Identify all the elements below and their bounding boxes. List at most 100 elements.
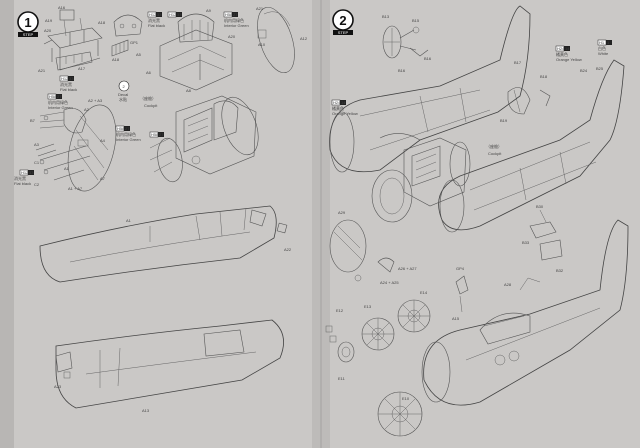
fuselage-right-half-drawing — [438, 59, 625, 233]
svg-text:33: 33 — [29, 170, 34, 175]
tail-parts-drawing — [507, 87, 551, 115]
svg-text:A21: A21 — [38, 68, 46, 73]
svg-text:Interior Green: Interior Green — [116, 137, 141, 142]
fuselage-left-half-drawing — [329, 5, 531, 173]
cockpit-floor-drawing — [67, 104, 117, 192]
radial-engine-3-drawing — [377, 391, 423, 437]
svg-text:A1: A1 — [64, 166, 70, 171]
radial-engine-1-drawing — [361, 317, 395, 351]
svg-text:B16: B16 — [398, 68, 406, 73]
paint-callout-interior-green-2: H58 27 机内用绿色 Interior Green — [223, 11, 249, 28]
svg-text:27: 27 — [57, 94, 62, 99]
svg-text:A26 + A27: A26 + A27 — [398, 266, 417, 271]
paint-callout-white-1: H1 1 白色 White — [597, 39, 612, 56]
svg-text:33: 33 — [177, 12, 182, 17]
svg-text:A7: A7 — [100, 176, 106, 181]
svg-text:H12: H12 — [169, 12, 177, 17]
step-1-sub: STEP — [23, 32, 34, 37]
svg-text:B32: B32 — [556, 268, 564, 273]
gear-parts-drawing — [529, 209, 563, 261]
svg-text:C2: C2 — [34, 182, 40, 187]
cockpit-assembly-drawing-2 — [371, 137, 471, 223]
bulkhead-drawing — [257, 6, 295, 74]
svg-text:A23: A23 — [54, 384, 62, 389]
svg-text:2: 2 — [123, 84, 126, 89]
cockpit-label-zh-1: （座舱） — [140, 95, 156, 101]
svg-text:A12: A12 — [300, 36, 308, 41]
svg-text:B7: B7 — [30, 118, 36, 123]
svg-text:H12: H12 — [61, 76, 69, 81]
paint-callout-interior-green-3: H58 27 机内用绿色 Interior Green — [115, 125, 141, 142]
assembled-fuselage-drawing — [421, 219, 629, 406]
svg-text:H58: H58 — [225, 12, 233, 17]
svg-text:A22: A22 — [284, 247, 292, 252]
svg-text:33: 33 — [157, 12, 162, 17]
svg-text:H58: H58 — [151, 132, 159, 137]
svg-text:A28: A28 — [504, 282, 512, 287]
paint-callout-flat-black-4: H12 33 消光黑 Flat black — [14, 169, 34, 186]
fuselage-half-upper-drawing — [39, 205, 288, 283]
svg-text:A18: A18 — [98, 20, 106, 25]
svg-text:橘黄色: 橘黄色 — [556, 51, 568, 57]
svg-text:27: 27 — [233, 12, 238, 17]
step-2-sub: STEP — [338, 30, 349, 35]
svg-text:B17: B17 — [514, 60, 522, 65]
svg-text:E12: E12 — [336, 308, 344, 313]
paint-callout-flat-black-3: H12 33 — [167, 11, 182, 18]
svg-text:机内用绿色: 机内用绿色 — [116, 131, 136, 137]
svg-text:B19: B19 — [500, 118, 508, 123]
part-A16: A16 — [58, 5, 66, 10]
svg-text:H24: H24 — [557, 46, 565, 51]
paint-callout-orange-yellow-2: H24 14 橘黄色 Orange Yellow — [331, 99, 358, 116]
rudder-pedal-drawing — [382, 25, 429, 59]
svg-text:E11: E11 — [338, 376, 346, 381]
small-bits-drawing — [354, 274, 469, 313]
rod-parts-drawing — [39, 145, 91, 181]
step-2-number: 2 — [339, 13, 346, 28]
svg-text:33: 33 — [69, 76, 74, 81]
svg-text:A29: A29 — [338, 210, 346, 215]
svg-text:E10: E10 — [402, 396, 410, 401]
svg-text:A1: A1 — [126, 218, 132, 223]
svg-text:B13: B13 — [382, 14, 390, 19]
svg-text:A2 + A3: A2 + A3 — [88, 98, 103, 103]
svg-text:H58: H58 — [117, 126, 125, 131]
svg-text:A18: A18 — [112, 57, 120, 62]
svg-text:消光黑: 消光黑 — [148, 17, 160, 23]
svg-text:A20: A20 — [44, 28, 52, 33]
step-1-number: 1 — [24, 15, 31, 30]
svg-text:消光黑: 消光黑 — [60, 81, 72, 87]
svg-text:A13: A13 — [142, 408, 150, 413]
svg-text:E14: E14 — [420, 290, 428, 295]
svg-text:A1 + A7: A1 + A7 — [68, 186, 83, 191]
svg-text:B33: B33 — [522, 240, 530, 245]
cockpit-label-en-1: Cockpit — [144, 103, 158, 108]
instrument-panel-drawing — [43, 9, 103, 71]
svg-text:Flat black: Flat black — [148, 23, 165, 28]
svg-text:A5: A5 — [136, 52, 142, 57]
svg-text:Flat black: Flat black — [14, 181, 31, 186]
svg-text:GP1: GP1 — [130, 40, 139, 45]
paint-callout-interior-green-1: H58 27 机内用绿色 Interior Green — [47, 93, 73, 110]
assembled-cockpit-drawing-1 — [149, 95, 259, 183]
engine-small-parts-drawing — [325, 325, 355, 363]
cockpit-tub-drawing-1 — [159, 13, 233, 91]
svg-text:B16: B16 — [424, 56, 432, 61]
cockpit-label-en-2: Cockpit — [488, 151, 502, 156]
svg-text:E13: E13 — [364, 304, 372, 309]
svg-text:A2: A2 — [84, 107, 90, 112]
paint-callout-flat-black-2: H12 33 消光黑 Flat black — [147, 11, 165, 28]
svg-text:Orange Yellow: Orange Yellow — [556, 57, 582, 62]
svg-text:A21: A21 — [256, 6, 264, 11]
svg-text:A24 + A25: A24 + A25 — [380, 280, 399, 285]
svg-text:A10: A10 — [258, 42, 266, 47]
svg-text:C1: C1 — [34, 160, 40, 165]
seat-drawing — [111, 14, 143, 57]
svg-text:Orange Yellow: Orange Yellow — [332, 111, 358, 116]
svg-text:A19: A19 — [45, 18, 53, 23]
svg-text:A20: A20 — [228, 34, 236, 39]
radial-engine-2-drawing — [397, 299, 431, 333]
svg-text:Flat black: Flat black — [60, 87, 77, 92]
